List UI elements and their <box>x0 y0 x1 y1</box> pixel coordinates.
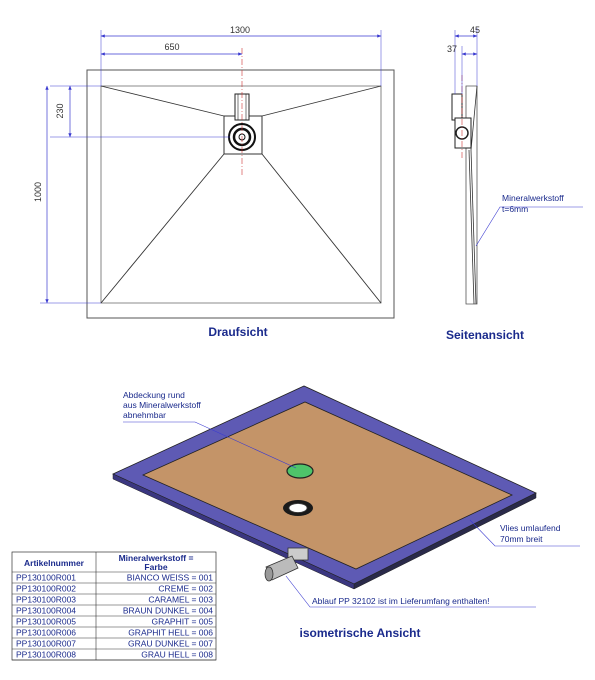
table-cell-material: GRAU HELL = 008 <box>141 650 213 660</box>
table-header-material: Mineralwerkstoff = <box>119 553 194 563</box>
fleece-note-line2: 70mm breit <box>500 534 543 544</box>
slope-line <box>468 149 475 305</box>
material-leader <box>475 206 583 247</box>
dim-label-230: 230 <box>55 103 65 118</box>
title-side-view: Seitenansicht <box>446 328 524 342</box>
material-note-line1: Mineralwerkstoff <box>502 193 564 203</box>
table-frame <box>11 551 217 661</box>
cover-note-line1: Abdeckung rund <box>123 390 185 400</box>
table-cell-article: PP130100R006 <box>16 628 76 638</box>
cover-leader <box>123 421 297 469</box>
title-top-view: Draufsicht <box>208 325 267 339</box>
table-cell-material: GRAU DUNKEL = 007 <box>128 639 213 649</box>
table-cell-article: PP130100R002 <box>16 584 76 594</box>
table-header-article: Artikelnummer <box>24 558 85 568</box>
table-cell-article: PP130100R004 <box>16 606 76 616</box>
fleece-leader <box>469 519 580 547</box>
iso-view: Abdeckung rund aus Mineralwerkstoff abne… <box>112 385 580 640</box>
fleece-note-line1: Vlies umlaufend <box>500 523 561 533</box>
table-cell-material: CREME = 002 <box>158 584 213 594</box>
cover-note-line3: abnehmbar <box>123 410 166 420</box>
tray-outline <box>86 69 395 319</box>
slope-line <box>470 85 478 151</box>
material-note-line2: t=6mm <box>502 204 528 214</box>
dim-label-45: 45 <box>470 25 480 35</box>
title-iso-view: isometrische Ansicht <box>300 626 421 640</box>
slope-line <box>261 85 382 117</box>
tray-surface <box>142 401 513 570</box>
side-profile <box>465 85 478 305</box>
cover-icon <box>286 463 314 479</box>
iso-drain-body <box>287 547 309 561</box>
table-cell-article: PP130100R003 <box>16 595 76 605</box>
side-view: 45 37 Mineralwerkstoff t=6mm Seitenansic… <box>446 25 583 342</box>
slope-line <box>261 153 382 304</box>
dim-label-650: 650 <box>164 42 179 52</box>
table-rows: PP130100R001 BIANCO WEISS = 001PP130100R0… <box>12 573 216 661</box>
table-cell-article: PP130100R005 <box>16 617 76 627</box>
table-cell-material: BIANCO WEISS = 001 <box>127 573 213 583</box>
article-table: Artikelnummer Mineralwerkstoff = Farbe P… <box>11 551 217 661</box>
table-cell-material: CARAMEL = 003 <box>148 595 213 605</box>
table-cell-material: GRAPHIT HELL = 006 <box>128 628 213 638</box>
table-cell-material: BRAUN DUNKEL = 004 <box>123 606 213 616</box>
table-header-color: Farbe <box>144 562 167 572</box>
slope-line <box>470 149 477 305</box>
iso-drain-opening <box>264 566 274 582</box>
drain-leader <box>285 575 536 608</box>
slope-line <box>100 153 225 304</box>
dim-label-37: 37 <box>447 44 457 54</box>
side-drain-body <box>451 93 463 121</box>
dim-label-1300: 1300 <box>230 25 250 35</box>
table-cell-article: PP130100R001 <box>16 573 76 583</box>
table-cell-article: PP130100R008 <box>16 650 76 660</box>
drain-note: Ablauf PP 32102 ist im Lieferumfang enth… <box>312 596 490 606</box>
cover-note-line2: aus Mineralwerkstoff <box>123 400 201 410</box>
dim-label-1000: 1000 <box>33 182 43 202</box>
top-view: 1300 650 230 1000 Draufsicht <box>33 25 395 339</box>
table-cell-material: GRAPHIT = 005 <box>152 617 214 627</box>
drain-hole-inner <box>288 503 308 513</box>
table-cell-article: PP130100R007 <box>16 639 76 649</box>
side-drain-flange <box>454 117 472 149</box>
slope-line <box>100 85 225 117</box>
